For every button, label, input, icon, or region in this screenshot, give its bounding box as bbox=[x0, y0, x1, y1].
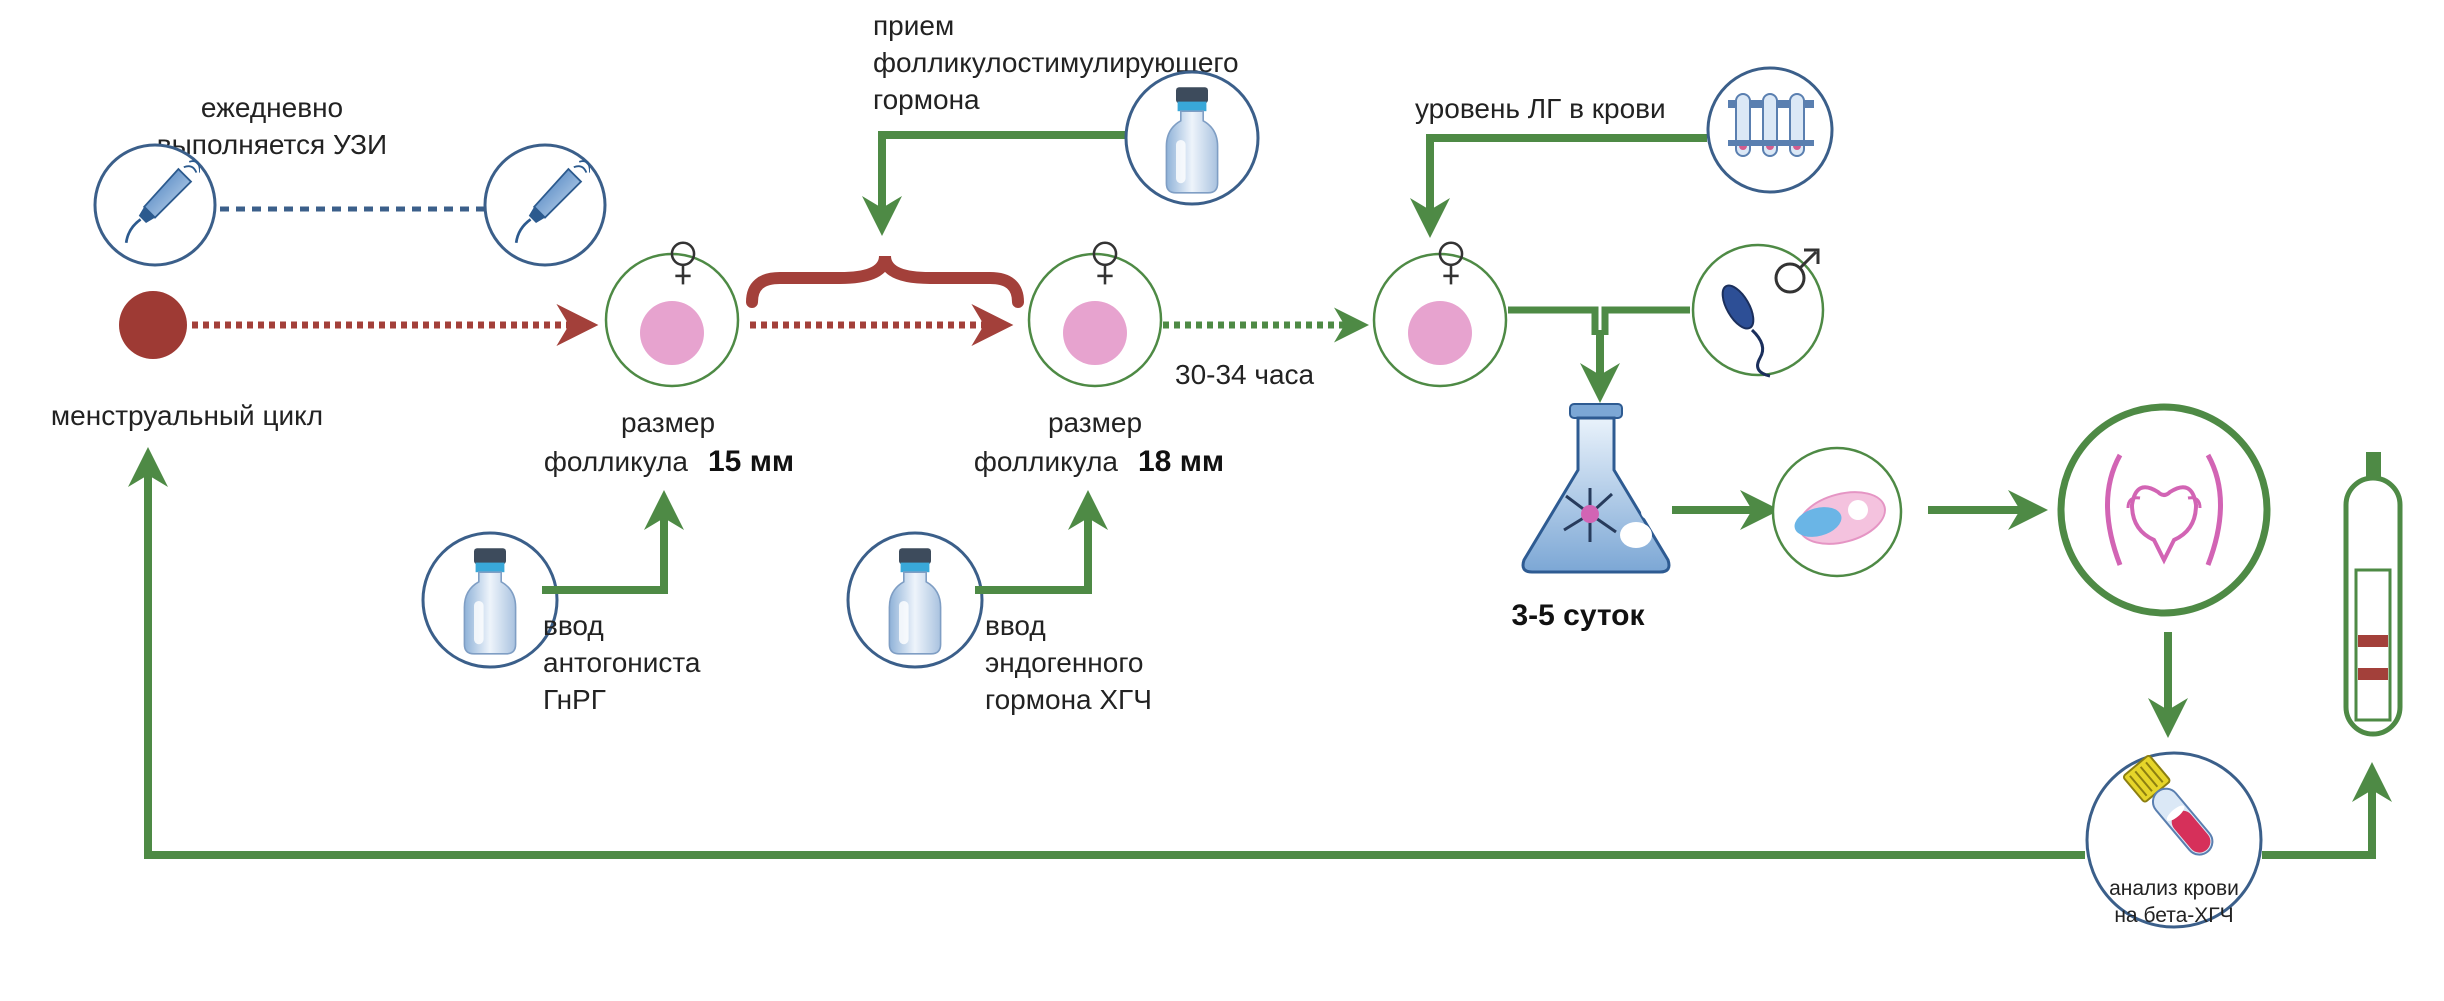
uterus-icon bbox=[2057, 403, 2271, 617]
ultrasound-probe-icon bbox=[93, 143, 217, 267]
antagonist-label-2: антогониста bbox=[543, 647, 701, 678]
fsh-label-3: гормона bbox=[873, 84, 980, 115]
lh-arrow bbox=[1410, 134, 1707, 238]
egg-to-flask-line bbox=[1508, 306, 1599, 335]
blood-test-label-1: анализ крови bbox=[2109, 877, 2239, 900]
sperm-cell bbox=[1691, 243, 1825, 378]
egg-cell bbox=[1372, 241, 1508, 388]
pregnancy-test-icon bbox=[2343, 452, 2403, 737]
embryo-icon bbox=[1771, 446, 1903, 578]
hcg-label-1: ввод bbox=[985, 610, 1046, 641]
antagonist-arrow bbox=[542, 490, 684, 594]
test-tubes-icon bbox=[1706, 66, 1834, 194]
vial-icon bbox=[421, 531, 559, 669]
hcg-arrow bbox=[975, 490, 1108, 594]
menstrual-cycle-label: менструальный цикл bbox=[51, 400, 323, 431]
sperm-to-flask-line bbox=[1601, 306, 1690, 335]
daily-ultrasound-label-2: выполняется УЗИ bbox=[157, 129, 387, 160]
follicle1-label-1: размер bbox=[621, 407, 715, 438]
ultrasound-probe-icon bbox=[483, 143, 607, 267]
flask-icon bbox=[1521, 403, 1671, 574]
hcg-label-2: эндогенного bbox=[985, 647, 1144, 678]
blood-test-label-2: на бета-ХГЧ bbox=[2114, 904, 2233, 927]
male-symbol-icon bbox=[1774, 248, 1820, 294]
follicle1-size: 15 мм bbox=[708, 445, 794, 478]
follicle-1 bbox=[604, 241, 740, 388]
fsh-brace bbox=[746, 255, 1024, 308]
blood-tube-icon bbox=[2122, 755, 2214, 856]
follicle2-label-2: фолликула bbox=[974, 446, 1119, 477]
lh-level-label: уровень ЛГ в крови bbox=[1415, 93, 1666, 124]
days-label: 3-5 суток bbox=[1511, 599, 1645, 632]
fsh-arrow bbox=[862, 131, 1126, 236]
menstrual-cycle-dot bbox=[119, 291, 187, 359]
follicle1-label-2: фолликула bbox=[544, 446, 689, 477]
vial-icon bbox=[846, 531, 984, 669]
hcg-label-3: гормона ХГЧ bbox=[985, 684, 1152, 715]
blood-to-test-arrow bbox=[2262, 762, 2392, 859]
blood-test-icon bbox=[2085, 751, 2263, 929]
antagonist-label-3: ГнРГ bbox=[543, 684, 606, 715]
follicle2-label-1: размер bbox=[1048, 407, 1142, 438]
antagonist-label-1: ввод bbox=[543, 610, 604, 641]
fsh-label-1: прием bbox=[873, 10, 954, 41]
return-loop-arrow bbox=[128, 447, 2085, 859]
follicle2-size: 18 мм bbox=[1138, 445, 1224, 478]
follicle-2 bbox=[1027, 241, 1163, 388]
hours-label: 30-34 часа bbox=[1175, 359, 1315, 390]
daily-ultrasound-label-1: ежедневно bbox=[201, 92, 343, 123]
vial-icon bbox=[1124, 70, 1260, 206]
